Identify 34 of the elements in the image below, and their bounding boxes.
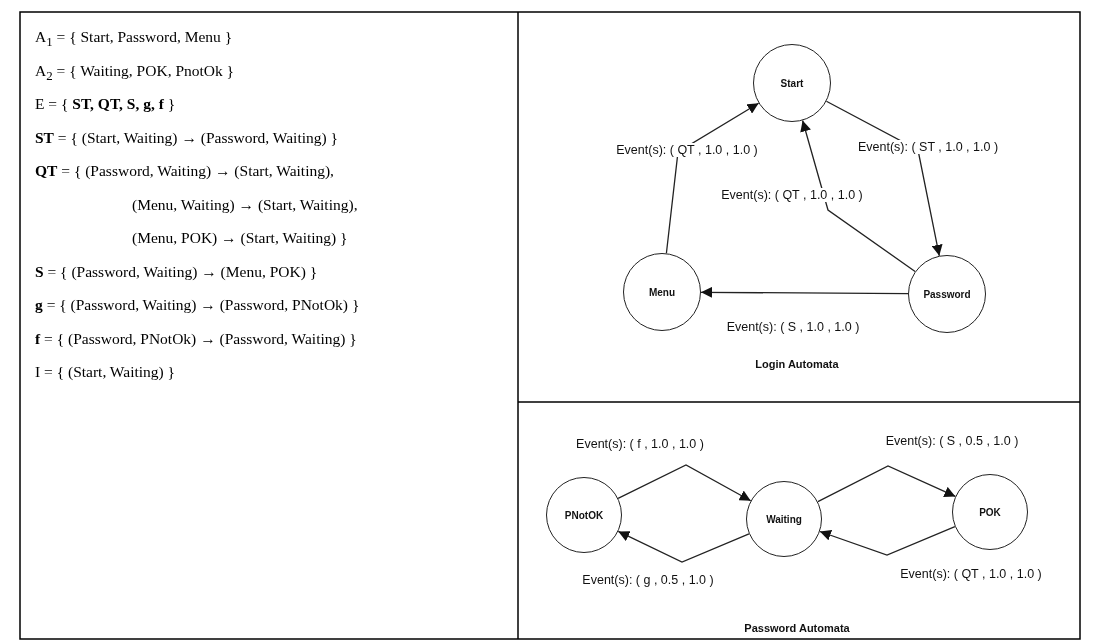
formula-text: ST = { (Start, Waiting) → (Password, Waiting) }	[35, 128, 338, 147]
state-name: Menu	[648, 286, 676, 298]
formula-text: A$_{1}$ = { Start, Password, Menu }	[35, 28, 233, 51]
transition-arrow	[825, 100, 943, 257]
transition-arrow	[700, 286, 909, 298]
state-name: Waiting	[766, 513, 802, 525]
formula-text: S = { (Password, Waiting) → (Menu, POK) }	[35, 262, 318, 281]
formula-text: I = { (Start, Waiting) }	[35, 363, 176, 381]
transition-arrow	[617, 464, 752, 502]
formula-text: QT = { (Password, Waiting) → (Start, Waiting),	[35, 162, 334, 180]
edge-label: Event(s): ( g , 0.5 , 1.0 )	[580, 573, 716, 587]
edge-label: Event(s): ( QT , 1.0 , 1.0 )	[898, 567, 1044, 581]
formula-text: (Menu, Waiting) → (Start, Waiting),	[132, 195, 358, 214]
state-name: PNotOK	[564, 509, 604, 521]
automaton-caption: Login Automata	[755, 358, 839, 370]
transition-arrow	[665, 102, 760, 254]
state-name: Start	[780, 77, 804, 89]
automaton-caption: Password Automata	[744, 622, 850, 634]
transition-arrow	[817, 465, 957, 503]
formula-text: f = { (Password, PNotOk) → (Password, Waiting) }	[35, 329, 357, 348]
formula-text: (Menu, POK) → (Start, Waiting) }	[132, 229, 348, 247]
edge-label: Event(s): ( QT , 1.0 , 1.0 )	[614, 143, 760, 157]
state-name: Password	[923, 288, 971, 300]
edge-label: Event(s): ( S , 1.0 , 1.0 )	[724, 320, 862, 334]
state-name: POK	[979, 506, 1001, 518]
edge-label: Event(s): ( f , 1.0 , 1.0 )	[574, 437, 706, 451]
transition-arrow	[800, 119, 916, 273]
edge-label: Event(s): ( S , 0.5 , 1.0 )	[883, 434, 1021, 448]
transition-arrow	[819, 525, 956, 556]
edge-label: Event(s): ( QT , 1.0 , 1.0 )	[719, 188, 865, 202]
transition-arrow	[617, 530, 750, 563]
formula-text: g = { (Password, Waiting) → (Password, PNotOk) }	[35, 296, 360, 314]
formula-text: E = { ST, QT, S, g, f }	[35, 95, 176, 113]
formula-text: A$_{2}$ = { Waiting, POK, PnotOk }	[35, 61, 235, 84]
